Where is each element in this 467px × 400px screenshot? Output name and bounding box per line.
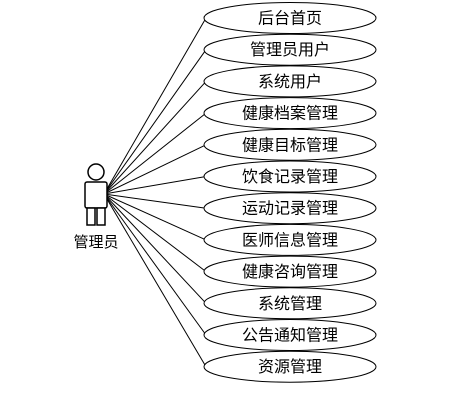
use-case: 系统用户	[203, 65, 377, 98]
use-case: 健康档案管理	[203, 97, 377, 130]
use-case-ellipse	[203, 192, 377, 225]
use-case-ellipse	[203, 97, 377, 130]
association-line	[103, 193, 207, 241]
use-case-label: 公告通知管理	[242, 326, 338, 345]
association-line	[103, 17, 207, 195]
association-line	[103, 81, 207, 195]
use-case-label: 健康目标管理	[242, 135, 338, 154]
actor-right-leg	[96, 207, 106, 226]
association-line	[103, 193, 207, 304]
use-case-ellipse	[203, 287, 377, 320]
use-case-ellipse	[203, 33, 377, 66]
association-line	[103, 193, 207, 272]
association-line	[103, 193, 207, 209]
use-case-ellipse	[203, 255, 377, 288]
association-line	[103, 193, 207, 367]
use-case-label: 饮食记录管理	[242, 167, 338, 186]
use-case-label: 健康档案管理	[242, 104, 338, 123]
use-case-label: 运动记录管理	[242, 199, 338, 218]
actor-left-leg	[86, 207, 96, 226]
use-case: 公告通知管理	[203, 319, 377, 351]
use-case-ellipse	[203, 2, 377, 34]
use-case: 医师信息管理	[203, 223, 377, 256]
use-case: 饮食记录管理	[203, 160, 377, 193]
use-case: 系统管理	[203, 287, 377, 320]
actor-body	[84, 181, 108, 209]
actor-label: 管理员	[73, 233, 118, 251]
use-case: 运动记录管理	[203, 192, 377, 225]
association-line	[103, 112, 207, 195]
use-case-label: 健康咨询管理	[242, 262, 338, 281]
use-case: 管理员用户	[203, 33, 377, 66]
use-case-list: 后台首页管理员用户系统用户健康档案管理健康目标管理饮食记录管理运动记录管理医师信…	[203, 2, 377, 383]
use-case-label: 后台首页	[258, 9, 322, 28]
association-lines	[103, 17, 207, 367]
use-case: 健康咨询管理	[203, 255, 377, 288]
actor-head	[87, 163, 105, 181]
actor-admin: 管理员	[73, 163, 119, 251]
use-case-ellipse	[203, 350, 377, 383]
use-case-label: 系统管理	[258, 294, 322, 313]
use-case: 资源管理	[203, 350, 377, 383]
use-case-ellipse	[203, 65, 377, 98]
use-case-label: 系统用户	[258, 72, 322, 91]
use-case-ellipse	[203, 319, 377, 351]
use-case-label: 管理员用户	[250, 40, 330, 59]
association-line	[103, 176, 207, 195]
association-line	[103, 49, 207, 195]
use-case-label: 医师信息管理	[242, 230, 338, 249]
use-case-ellipse	[203, 160, 377, 193]
use-case: 后台首页	[203, 2, 377, 34]
association-line	[103, 193, 207, 336]
use-case-label: 资源管理	[258, 357, 322, 376]
use-case-ellipse	[203, 128, 377, 161]
use-case-ellipse	[203, 223, 377, 256]
use-case: 健康目标管理	[203, 128, 377, 161]
association-line	[103, 144, 207, 195]
